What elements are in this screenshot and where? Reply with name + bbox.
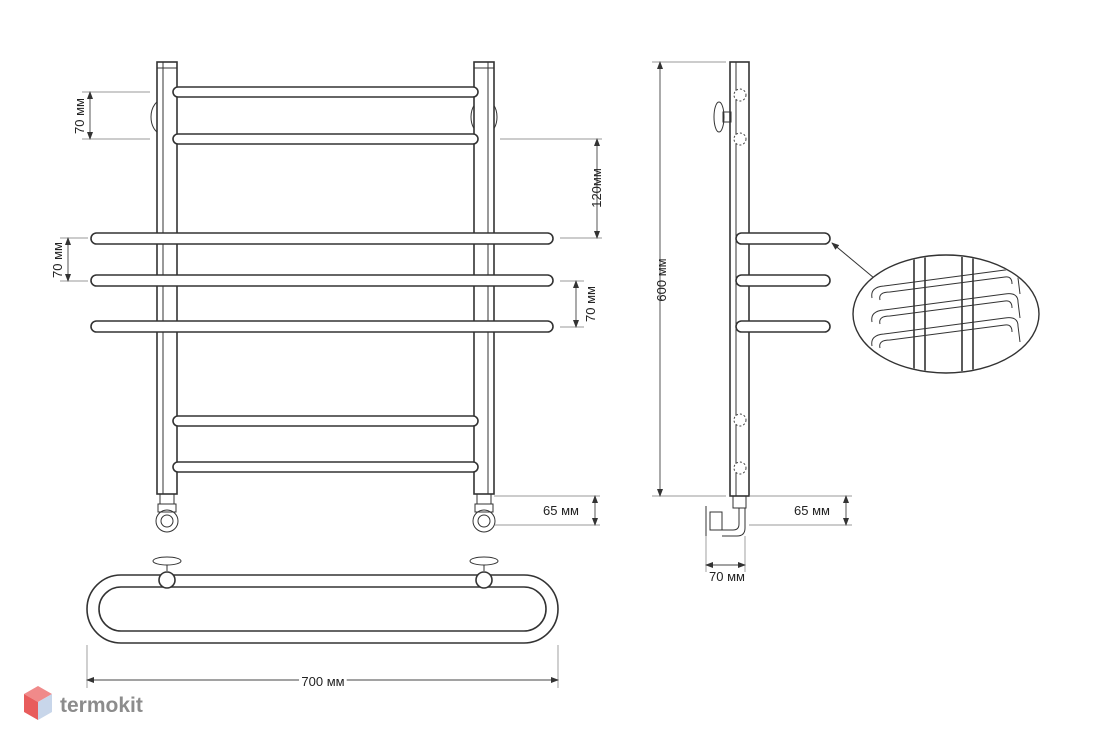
brand-name: termokit <box>60 694 143 717</box>
dim-shelf-spacing-left: 70 мм <box>50 242 65 278</box>
shelf-rails <box>90 232 554 333</box>
connector-left <box>155 493 179 533</box>
dim-total-width: 700 мм <box>301 674 344 689</box>
shelf-rail-2 <box>90 274 554 287</box>
shelf-rail-1 <box>90 232 554 245</box>
rail-1 <box>172 86 479 98</box>
detail-callout <box>831 242 1040 374</box>
side-shelf-3 <box>735 320 831 333</box>
dim-shelf-spacing-right: 70 мм <box>583 286 598 322</box>
top-view-inner-loop <box>98 586 547 632</box>
side-shelf-1 <box>735 232 831 245</box>
side-view <box>705 61 831 537</box>
side-dimensions: 600 мм 65 мм 70 мм <box>652 61 852 584</box>
dim-total-height: 600 мм <box>654 258 669 301</box>
rail-3 <box>172 415 479 427</box>
front-view <box>90 61 554 533</box>
rail-4 <box>172 461 479 473</box>
cube-logo-icon <box>24 686 52 720</box>
side-connector <box>705 495 747 537</box>
dim-top-rail-spacing: 70 мм <box>72 98 87 134</box>
front-dimensions: 70 мм 120мм 70 мм 70 мм 65 мм <box>50 91 604 526</box>
dim-connector-height-front: 65 мм <box>543 503 579 518</box>
dim-upper-gap: 120мм <box>589 168 604 208</box>
inner-rails <box>172 86 479 473</box>
top-view: 700 мм <box>86 556 559 692</box>
top-bracket-left <box>152 556 182 589</box>
top-bracket-right <box>469 556 499 589</box>
detail-magnifier <box>852 254 1040 374</box>
side-shelf-2 <box>735 274 831 287</box>
brand-logo: termokit <box>24 686 143 720</box>
connector-right <box>472 493 496 533</box>
dim-connector-height-side: 65 мм <box>794 503 830 518</box>
side-wall-mount <box>713 101 732 133</box>
rail-2 <box>172 133 479 145</box>
shelf-rail-3 <box>90 320 554 333</box>
dim-wall-offset: 70 мм <box>709 569 745 584</box>
